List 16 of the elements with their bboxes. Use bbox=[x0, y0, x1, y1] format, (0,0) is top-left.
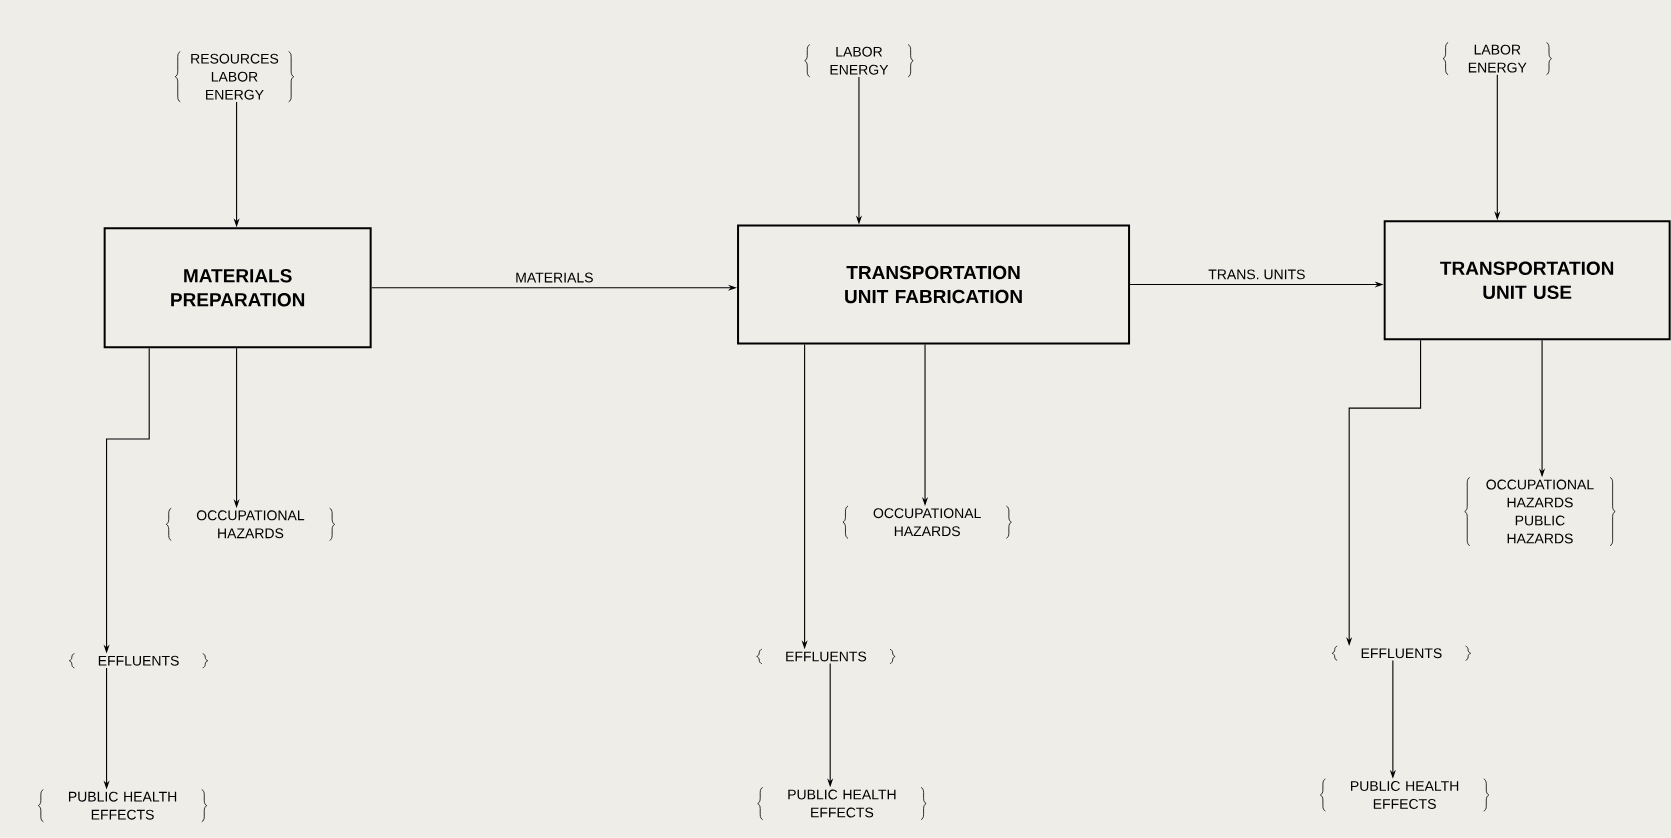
process-box: TRANSPORTATION UNIT FABRICATION bbox=[737, 224, 1131, 345]
bracketed-label: RESOURCES LABOR ENERGY bbox=[174, 51, 295, 103]
bracketed-label: PUBLIC HEALTH EFFECTS bbox=[1320, 778, 1490, 812]
process-box: TRANSPORTATION UNIT USE bbox=[1383, 220, 1671, 341]
bracketed-label: EFFLUENTS bbox=[756, 649, 896, 665]
bracketed-label: OCCUPATIONAL HAZARDS bbox=[842, 505, 1012, 539]
bracketed-label: OCCUPATIONAL HAZARDS bbox=[165, 507, 336, 542]
bracketed-label: EFFLUENTS bbox=[68, 653, 209, 669]
bracketed-label: PUBLIC HEALTH EFFECTS bbox=[757, 787, 927, 821]
process-box: MATERIALS PREPARATION bbox=[103, 227, 372, 349]
bracketed-label: PUBLIC HEALTH EFFECTS bbox=[37, 789, 208, 823]
bracketed-label: EFFLUENTS bbox=[1331, 645, 1471, 661]
bracketed-label: LABOR ENERGY bbox=[804, 44, 914, 78]
bracketed-label: LABOR ENERGY bbox=[1442, 42, 1552, 76]
bracketed-label: OCCUPATIONAL HAZARDS PUBLIC HAZARDS bbox=[1464, 477, 1616, 547]
edge-label: TRANS. UNITS bbox=[1206, 267, 1308, 282]
